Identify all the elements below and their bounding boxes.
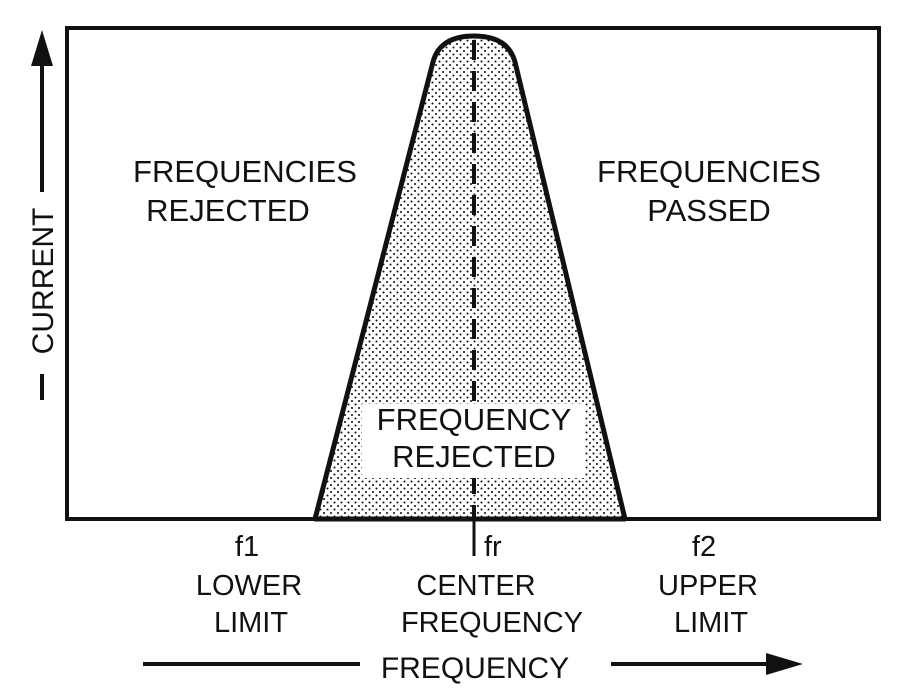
fr-symbol: fr [484, 531, 502, 563]
center-region-label-line1: FREQUENCY [377, 402, 572, 437]
f1-symbol: f1 [235, 531, 259, 563]
left-region-label-line1: FREQUENCIES [133, 154, 357, 189]
center-region-label-line2: REJECTED [392, 439, 556, 474]
y-axis-arrowhead [31, 30, 53, 66]
f1-label-line1: LOWER [196, 570, 302, 602]
rejection-band-curve [312, 33, 628, 522]
right-region-label-line1: FREQUENCIES [597, 154, 821, 189]
x-axis-label: FREQUENCY [381, 652, 569, 685]
left-region-label-line2: REJECTED [146, 193, 310, 228]
f2-symbol: f2 [692, 531, 716, 563]
right-region-label-line2: PASSED [647, 193, 770, 228]
f2-label-line1: UPPER [658, 570, 758, 602]
x-axis-arrowhead [766, 653, 803, 675]
center-label-backing [362, 404, 584, 478]
f1-label-line2: LIMIT [214, 607, 288, 639]
fr-label-line2: FREQUENCY [401, 607, 583, 639]
fr-label-line1: CENTER [416, 570, 535, 602]
y-axis-label: CURRENT [27, 208, 60, 355]
f2-label-line2: LIMIT [674, 607, 748, 639]
